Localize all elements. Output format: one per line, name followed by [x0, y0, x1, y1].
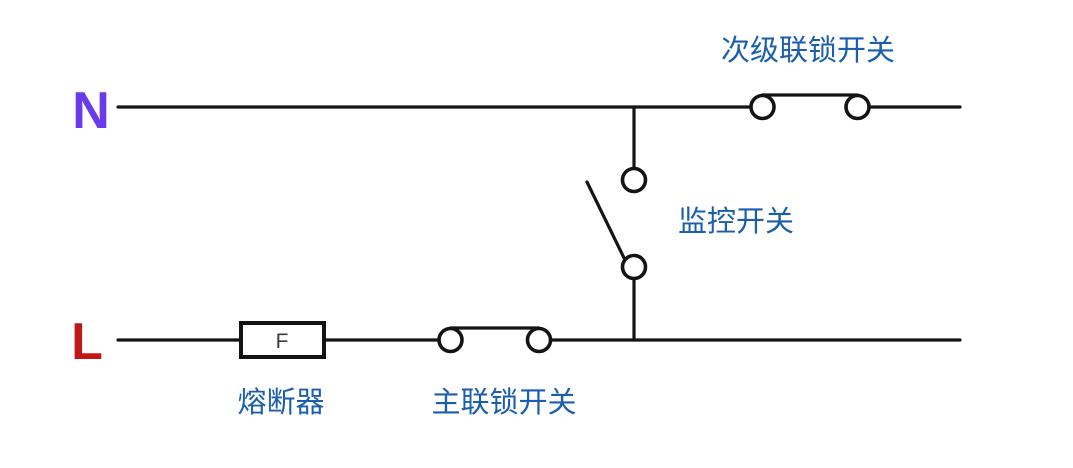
- monitor-switch-label: 监控开关: [678, 205, 794, 238]
- fuse-symbol: F: [239, 321, 326, 359]
- fuse-box: [239, 321, 326, 359]
- live-rail-label: L: [71, 313, 103, 371]
- secondary-interlock-switch: [749, 93, 871, 121]
- secondary-interlock-contact-right: [844, 93, 871, 121]
- main-interlock-contact-left: [437, 326, 464, 354]
- main-interlock-switch: [437, 326, 553, 354]
- monitor-switch: [585, 105, 648, 342]
- monitor-switch-contact-top: [620, 166, 648, 194]
- fuse-letter: F: [276, 330, 289, 353]
- monitor-switch-lever: [585, 180, 628, 264]
- main-interlock-switch-label: 主联锁开关: [431, 386, 576, 419]
- monitor-switch-contact-bottom: [620, 253, 648, 281]
- fuse-label: 熔断器: [237, 386, 324, 419]
- neutral-rail-label: N: [72, 82, 110, 140]
- main-interlock-contact-right: [525, 326, 553, 354]
- secondary-interlock-switch-label: 次级联锁开关: [721, 34, 895, 67]
- secondary-interlock-contact-left: [749, 93, 776, 121]
